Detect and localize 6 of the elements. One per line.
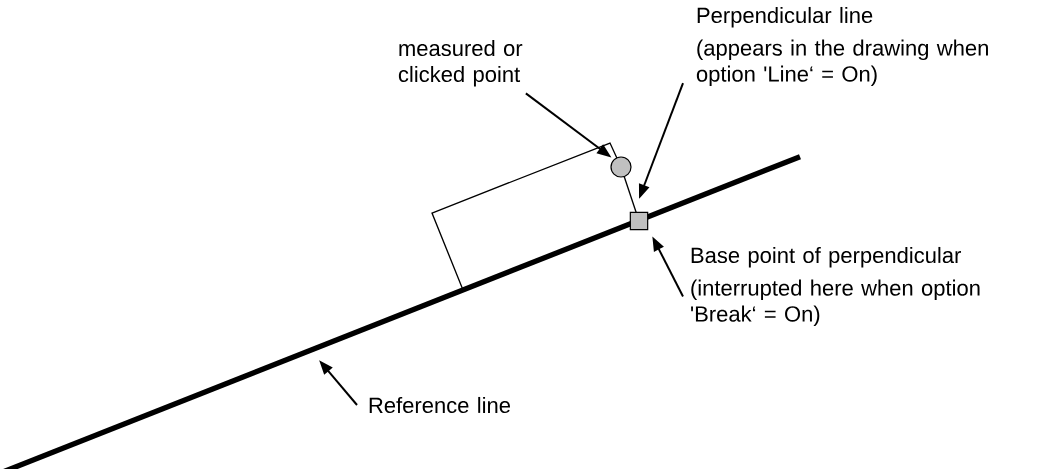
point-circle <box>610 156 632 178</box>
callout-text: Perpendicular line (appears in the drawing when option 'Line‘ = On) <box>696 6 988 87</box>
point-square <box>629 211 649 231</box>
callout-text: measured or clicked point <box>398 39 523 87</box>
callout-text: Base point of perpendicular (interrupted here when option 'Break‘ = On) <box>691 246 980 327</box>
callout-text: Reference line <box>369 396 510 414</box>
